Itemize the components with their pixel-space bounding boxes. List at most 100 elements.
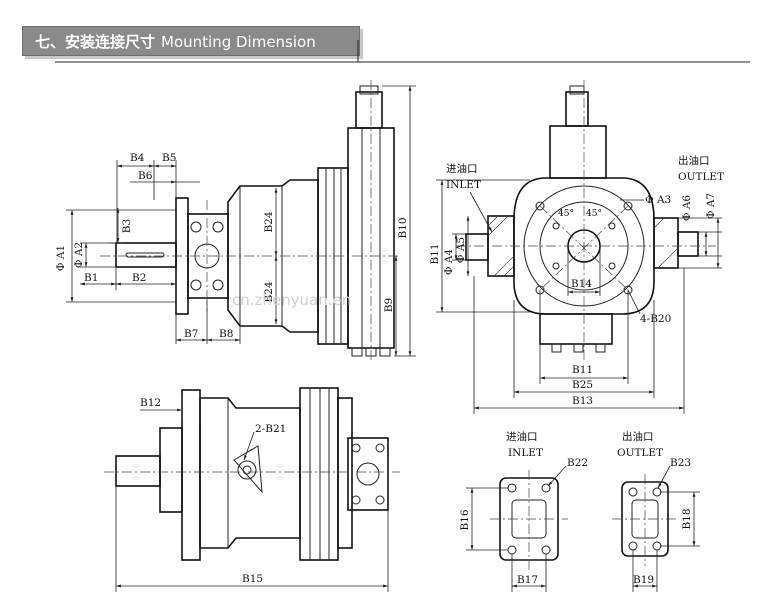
label-b3: B3: [121, 219, 133, 233]
bolt-hole-icon: [351, 443, 361, 453]
label-outlet-en: OUTLET: [678, 171, 724, 183]
adjust-cap: [359, 85, 379, 95]
label-b14: B14: [571, 278, 592, 290]
adjust-stem: [355, 91, 383, 129]
label-b1: B1: [84, 272, 98, 284]
label-b5: B5: [162, 152, 176, 164]
side-port-flange: [347, 437, 389, 511]
shaft: [115, 242, 177, 268]
port-bore: [242, 465, 252, 475]
leader-b20: [627, 289, 641, 315]
bolt-icon: [551, 343, 562, 353]
label-b16: B16: [459, 509, 471, 530]
leader-b23: [657, 465, 671, 489]
label-a3: Φ A3: [645, 194, 671, 206]
label-inlet2-en: INLET: [508, 447, 543, 459]
label-a7: Φ A7: [705, 193, 717, 219]
top-view: B12 2-B21 B15: [104, 387, 400, 592]
bolt-icon: [351, 347, 363, 357]
label-a4: Φ A4: [443, 249, 455, 276]
label-b6: B6: [138, 170, 153, 182]
leader-b22: [547, 465, 567, 487]
bolt-hole-icon: [190, 221, 202, 233]
outlet-flange: [653, 217, 679, 269]
front-top-block: [549, 125, 607, 179]
bolt-hole-icon: [375, 495, 385, 505]
section-hatch: [487, 215, 515, 277]
label-a1: Φ A1: [55, 245, 67, 271]
front-cap: [569, 85, 585, 95]
label-a2: Φ A2: [73, 242, 85, 268]
label-b8: B8: [219, 328, 233, 340]
label-b20: 4-B20: [640, 313, 671, 325]
bolt-hole-icon: [507, 483, 517, 493]
port-bore: [356, 462, 380, 486]
section-title-banner: 七、安装连接尺寸 Mounting Dimension: [22, 26, 360, 56]
bolt-hole-icon: [541, 545, 551, 555]
section-title: 七、安装连接尺寸 Mounting Dimension: [35, 31, 316, 52]
bolt-hole-icon: [535, 201, 545, 211]
label-b2: B2: [132, 272, 146, 284]
label-inlet2-cn: 进油口: [506, 430, 538, 443]
label-b21: 2-B21: [255, 423, 286, 435]
bolt-hole-icon: [652, 487, 662, 497]
diag-line: [539, 205, 629, 291]
bolt-hole-icon: [212, 279, 224, 291]
cylinder-block: [299, 387, 339, 561]
section-hatch: [653, 217, 679, 269]
bolt-icon: [573, 343, 584, 353]
label-outlet2-cn: 出油口: [622, 430, 654, 443]
bolt-icon: [595, 343, 606, 353]
label-b22: B22: [567, 457, 588, 469]
label-b11-bottom: B11: [572, 364, 593, 376]
shaft-key: [125, 252, 165, 258]
label-angle-1: 45°: [558, 209, 574, 219]
outlet-port-detail: 出油口 OUTLET B23 B18 B19: [612, 430, 700, 592]
label-b10: B10: [397, 217, 409, 238]
bolt-hole-icon: [375, 443, 385, 453]
label-inlet-en: INLET: [446, 179, 481, 191]
front-stem: [565, 91, 589, 127]
label-outlet-cn: 出油口: [678, 154, 710, 167]
label-b11-left: B11: [429, 243, 441, 264]
label-b9: B9: [383, 298, 395, 312]
bolt-icon: [379, 347, 391, 357]
label-a5: Φ A5: [455, 237, 467, 263]
leader-b21: [243, 431, 255, 461]
label-b13: B13: [572, 395, 593, 407]
bolt-hole-icon: [552, 222, 560, 230]
side-view: Φ A1 Φ A2 B3 B1 B2 B4 B5 B6 B7 B8 B24: [55, 80, 416, 360]
bolt-hole-icon: [507, 545, 517, 555]
mounting-flange: [159, 427, 183, 513]
label-b19: B19: [633, 574, 654, 586]
bolt-hole-icon: [623, 201, 633, 211]
label-angle-2: 45°: [586, 209, 602, 219]
label-b4: B4: [130, 152, 145, 164]
bolt-hole-icon: [351, 495, 361, 505]
port-flange: [233, 445, 263, 494]
label-outlet2-en: OUTLET: [617, 447, 663, 459]
bolt-hole-icon: [628, 541, 638, 551]
bolt-hole-icon: [552, 262, 560, 270]
label-inlet-cn: 进油口: [446, 162, 478, 175]
label-b24-bottom: B24: [263, 281, 275, 302]
outlet-pipe: [677, 231, 699, 257]
section-title-cn: 七、安装连接尺寸: [35, 33, 156, 51]
label-b7: B7: [184, 328, 198, 340]
bolt-hole-icon: [652, 541, 662, 551]
label-b18: B18: [681, 508, 693, 529]
section-title-en: Mounting Dimension: [161, 33, 316, 51]
front-bottom-block: [539, 313, 613, 345]
bolt-hole-icon: [190, 279, 202, 291]
port-bore: [237, 460, 257, 480]
bolt-hole-icon: [608, 222, 616, 230]
bolt-hole-icon: [628, 487, 638, 497]
label-b24-top: B24: [263, 211, 275, 232]
inlet-pipe: [465, 233, 489, 261]
label-b15: B15: [242, 573, 263, 585]
label-b12: B12: [140, 397, 161, 409]
flange-plate: [181, 389, 201, 561]
bolt-hole-icon: [541, 483, 551, 493]
front-view: 45° 45° 进油口 INLET 出油口 OUTLET Φ A3 Φ A6 Φ…: [429, 80, 724, 414]
